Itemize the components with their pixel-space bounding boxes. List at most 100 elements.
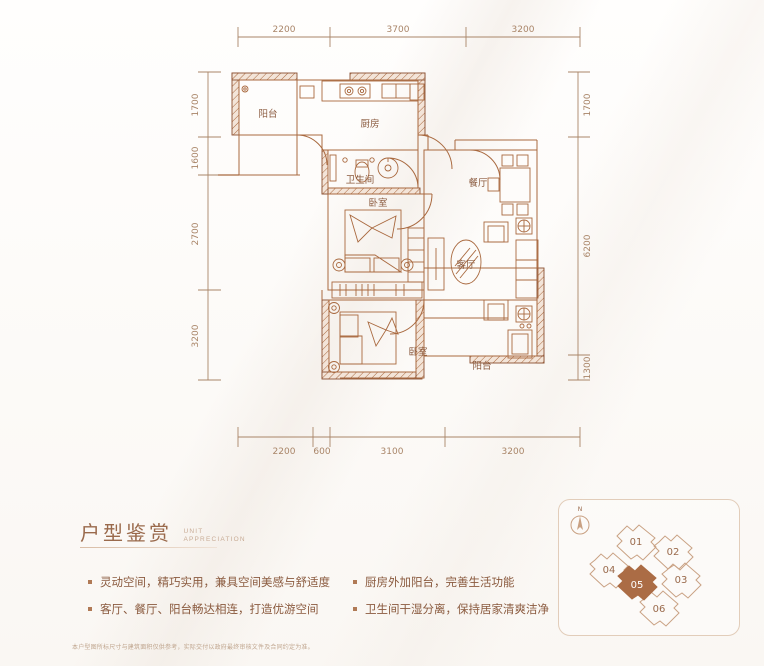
keyplan-unit-03[interactable] (661, 562, 702, 599)
key-plan-card: N 01 02 03 04 05 06 (558, 499, 740, 636)
feature-text: 厨房外加阳台，完善生活功能 (365, 575, 515, 589)
dim-bottom-1: 2200 (273, 447, 296, 457)
outline-kitchen (296, 79, 419, 151)
list-item: 客厅、餐厅、阳台畅达相连，打造优游空间 (88, 596, 353, 623)
dim-top-1: 2200 (273, 25, 296, 35)
keyplan-unit-02[interactable] (653, 534, 694, 571)
stove-icon (339, 83, 371, 99)
kitchen-fixtures (299, 80, 425, 102)
balcony-north-fixtures (241, 85, 249, 93)
dim-top-2: 3700 (387, 25, 410, 35)
dim-left-3: 2700 (191, 222, 201, 245)
duvet-second (339, 335, 363, 365)
tv-cabinet (427, 237, 445, 291)
dining-furniture (487, 154, 531, 216)
feature-text: 灵动空间，精巧实用，兼具空间美感与舒适度 (100, 575, 330, 589)
bed-master (344, 209, 402, 273)
wardrobe-bedroom-1 (407, 227, 425, 283)
dim-right-3: 1300 (583, 356, 593, 379)
bullet-square-icon (88, 579, 92, 584)
counter-top (321, 80, 419, 102)
bullet-square-icon (353, 579, 357, 584)
feature-text: 卫生间干湿分离，保持居家清爽洁净 (365, 602, 549, 616)
compass-icon: N (570, 506, 590, 535)
side-table-1 (515, 217, 533, 235)
door-balcony-kitchen (296, 134, 328, 166)
dim-right-1: 1700 (583, 93, 593, 116)
bullet-square-icon (353, 606, 357, 611)
bedroom-1-furniture (332, 209, 425, 283)
bathroom-fixtures (329, 154, 399, 183)
dining-chair-4 (516, 203, 529, 216)
floor-drain (241, 85, 249, 93)
keyplan-unit-06[interactable] (639, 590, 680, 627)
room-label-bedroom-second: 卧室 (408, 346, 427, 358)
nightstand-lamp-1 (332, 258, 346, 272)
dim-bottom-2: 600 (313, 447, 330, 457)
doors (218, 134, 501, 335)
dimension-chain-bottom (237, 427, 581, 447)
side-table-2 (515, 305, 533, 323)
title-en-line2: APPRECIATION (183, 536, 246, 543)
room-label-dining: 餐厅 (468, 177, 488, 189)
dim-bottom-3: 3100 (381, 447, 404, 457)
keyplan-label-02: 02 (667, 547, 680, 558)
feature-column-right: 厨房外加阳台，完善生活功能 卫生间干湿分离，保持居家清爽洁净 (353, 569, 558, 623)
sofa-main (515, 239, 539, 299)
section-title-cn: 户型鉴赏 (80, 521, 172, 545)
bedroom-2-furniture (328, 302, 399, 373)
bullet-square-icon (88, 606, 92, 611)
dimension-chain-top (237, 27, 581, 47)
nightstand-lamp-2 (400, 258, 414, 272)
disclaimer-text: 本户型图所标尺寸与建筑面积仅供参考，实际交付以政府最终审核文件及合同约定为准。 (72, 644, 314, 651)
duvet-fold (344, 254, 403, 273)
room-label-balcony-north: 阳台 (258, 108, 277, 120)
wall-cabinet (299, 85, 315, 99)
keyplan-label-01: 01 (630, 537, 643, 548)
dim-right-2: 6200 (583, 234, 593, 257)
floor-plan-area: 2200 3700 3200 2200 600 3100 3200 1700 1… (191, 25, 593, 457)
coffee-table (450, 239, 482, 285)
keyplan-unit-05[interactable] (617, 564, 658, 601)
room-label-living: 客厅 (456, 259, 476, 271)
living-furniture (427, 217, 539, 323)
dimension-chain-right (568, 71, 590, 381)
dining-chair-3 (501, 203, 514, 216)
room-label-bedroom-master: 卧室 (368, 197, 387, 209)
key-plan-diagram: N 01 02 03 04 05 06 (570, 506, 702, 627)
keyplan-label-05: 05 (631, 580, 644, 591)
feature-list: 灵动空间，精巧实用，兼具空间美感与舒适度 客厅、餐厅、阳台畅达相连，打造优游空间… (88, 569, 558, 623)
bed-second (339, 311, 397, 365)
dim-bottom-4: 3200 (502, 447, 525, 457)
keyplan-label-04: 04 (603, 565, 616, 576)
shower-area (329, 154, 337, 182)
pillow-2 (373, 257, 400, 273)
door-entry (469, 149, 501, 181)
dining-chair-1 (501, 154, 514, 167)
toilet-icon (354, 161, 370, 183)
dimension-chain-left (198, 71, 221, 381)
balcony-south-fixtures (424, 317, 533, 359)
list-item: 卫生间干湿分离，保持居家清爽洁净 (353, 596, 558, 623)
keyplan-unit-01[interactable] (616, 524, 657, 561)
compass-north-label: N (578, 506, 583, 513)
door-kitchen-hall (417, 134, 453, 170)
room-label-bathroom: 卫生间 (346, 174, 375, 186)
wardrobe-strip (331, 281, 423, 299)
room-label-kitchen: 厨房 (360, 118, 379, 130)
list-item: 厨房外加阳台，完善生活功能 (353, 569, 558, 596)
dim-left-1: 1700 (191, 93, 201, 116)
section-title-en: UNIT APPRECIATION (183, 528, 245, 544)
nightstand-lamp-3 (328, 302, 340, 314)
dim-top-3: 3200 (512, 25, 535, 35)
fridge-icon (409, 83, 425, 101)
dim-left-2: 1600 (191, 146, 201, 169)
nightstand-lamp-4 (328, 361, 340, 373)
pillow-1 (344, 257, 371, 273)
floor-plan-drawing: 2200 3700 3200 2200 600 3100 3200 1700 1… (191, 25, 593, 457)
outline-bedroom-2 (328, 299, 417, 373)
title-en-line1: UNIT (183, 528, 204, 535)
dim-left-4: 3200 (191, 324, 201, 347)
legend-area: 户型鉴赏 UNIT APPRECIATION 灵动空间，精巧实用，兼具空间美感与… (0, 485, 764, 666)
feature-column-left: 灵动空间，精巧实用，兼具空间美感与舒适度 客厅、餐厅、阳台畅达相连，打造优游空间 (88, 569, 353, 623)
